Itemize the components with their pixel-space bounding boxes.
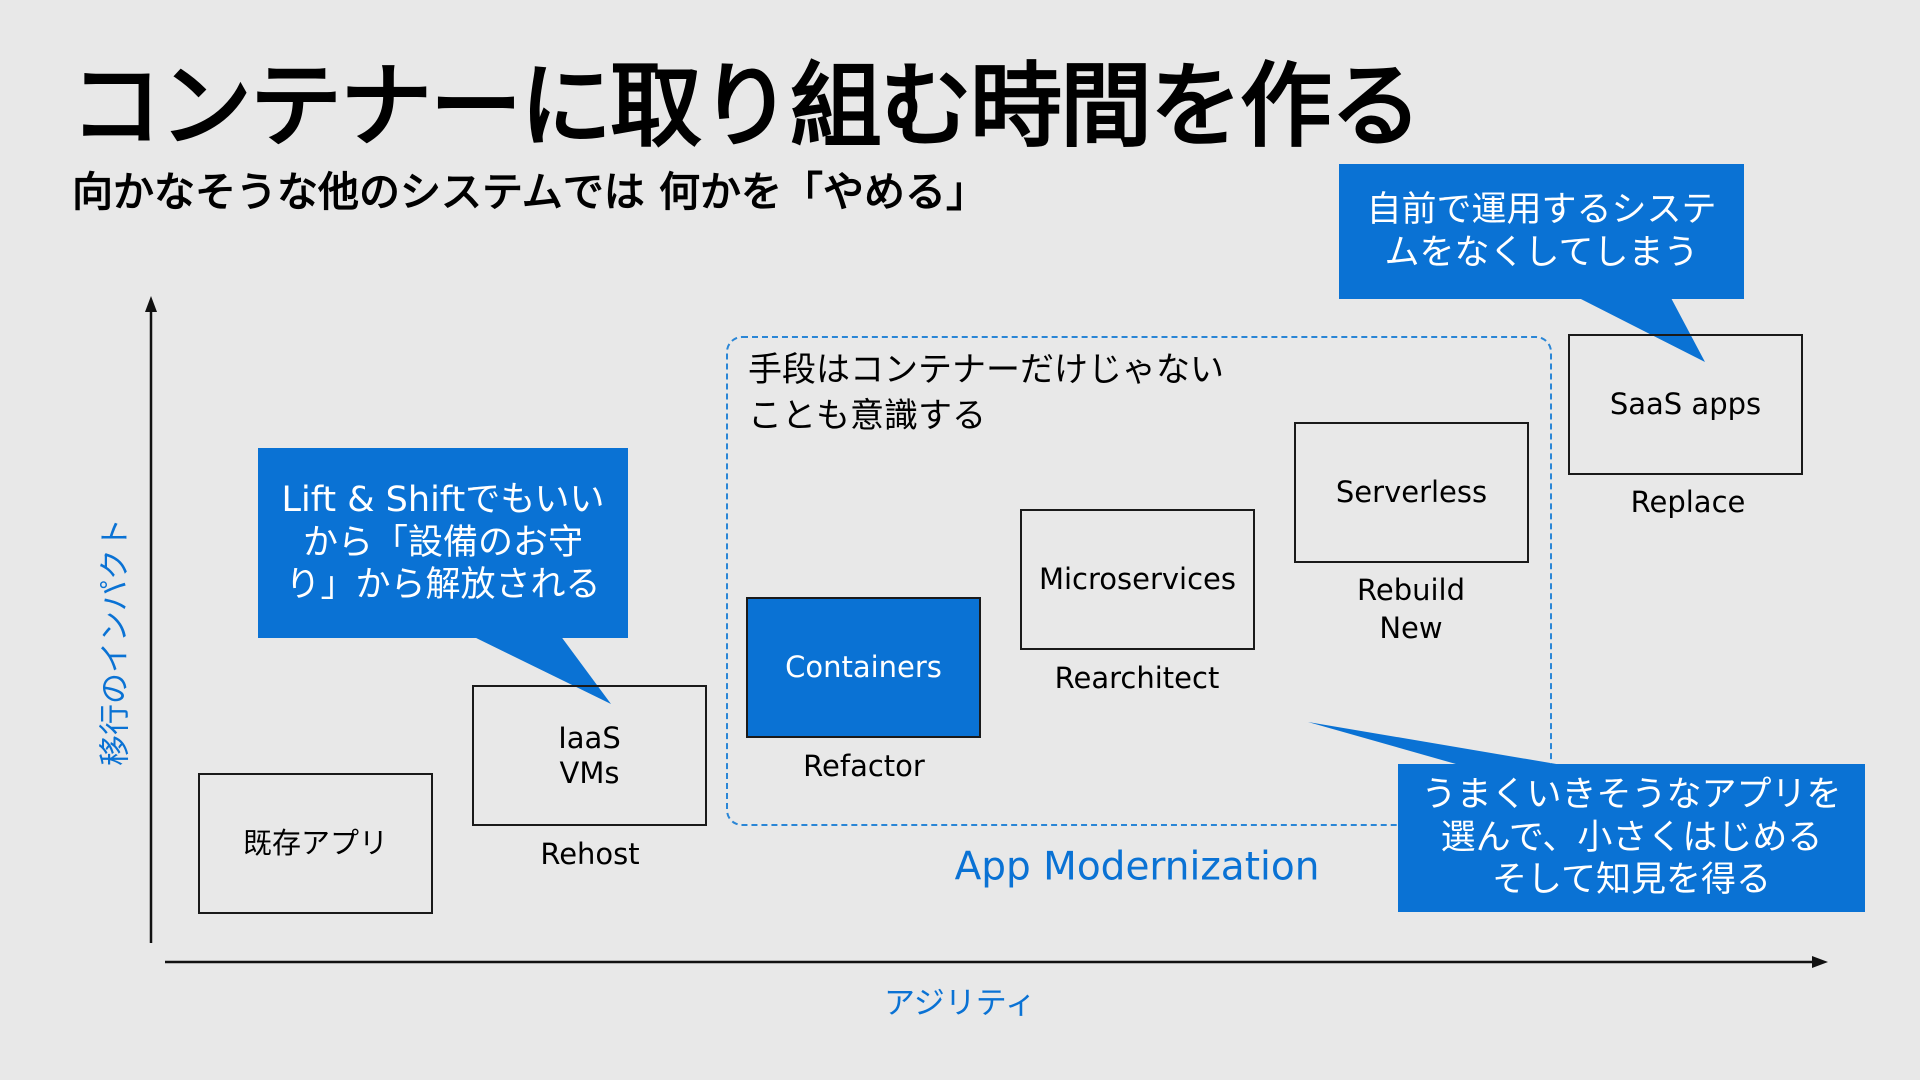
callout-small-start: うまくいきそうなアプリを 選んで、小さくはじめる そして知見を得る (1398, 764, 1865, 912)
rebuild-new-caption: Rebuild New (1357, 573, 1465, 645)
saas-apps-box: SaaS apps (1568, 334, 1803, 475)
microservices-label: Microservices (1038, 562, 1237, 597)
x-axis-label: アジリティ (884, 985, 1036, 1022)
app-modernization-region (726, 336, 1552, 826)
serverless-box: Serverless (1294, 422, 1529, 563)
slide-subtitle: 向かなそうな他のシステムでは 何かを「やめる」 (72, 168, 988, 216)
containers-label: Containers (785, 650, 942, 685)
refactor-caption: Refactor (803, 749, 925, 783)
callout-tail-saas (1575, 296, 1705, 362)
callout-saas: 自前で運用するシステ ムをなくしてしまう (1339, 164, 1744, 299)
callout-lift-shift: Lift & Shiftでもいい から「設備のお守 り」から解放される (258, 448, 628, 638)
iaas-vms-label: IaaS VMs (558, 720, 621, 790)
callout-tail-small-start (1308, 722, 1580, 768)
rearchitect-caption: Rearchitect (1054, 661, 1220, 695)
iaas-vms-box: IaaS VMs (472, 685, 707, 826)
y-axis-arrowhead (145, 296, 157, 312)
microservices-box: Microservices (1020, 509, 1255, 650)
saas-apps-label: SaaS apps (1609, 387, 1762, 422)
slide-title: コンテナーに取り組む時間を作る (70, 53, 1422, 160)
existing-app-label: 既存アプリ (242, 826, 388, 861)
existing-app-box: 既存アプリ (198, 773, 433, 914)
y-axis-label: 移行のインパクト (97, 518, 134, 766)
region-note: 手段はコンテナーだけじゃない ことも意識する (748, 350, 1224, 436)
containers-box: Containers (746, 597, 981, 738)
replace-caption: Replace (1630, 485, 1746, 519)
app-modernization-label: App Modernization (954, 844, 1320, 890)
serverless-label: Serverless (1335, 475, 1488, 510)
rehost-caption: Rehost (540, 837, 640, 871)
x-axis-arrowhead (1812, 956, 1828, 968)
